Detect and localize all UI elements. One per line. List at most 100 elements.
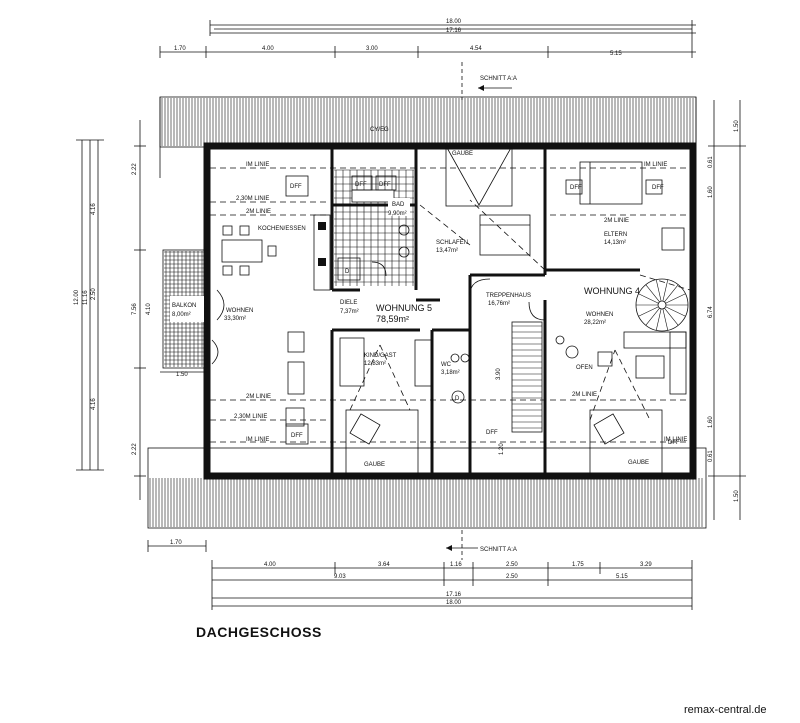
diele-area: 7,37m² [340, 309, 359, 315]
top-dim-seg-3: 3.00 [366, 46, 378, 52]
zm-linie-3: 2M LINIE [246, 394, 271, 400]
kind-area: 12,83m² [364, 361, 386, 367]
roof-hatching-top [161, 98, 694, 146]
top-dim-total-inner: 17.16 [446, 28, 462, 34]
bottom-dimension-lines [147, 540, 693, 610]
top-dim-seg-5: 5.15 [610, 51, 622, 57]
balkon-name: BALKON [172, 303, 196, 309]
im-linie-3: IM LINIE [246, 437, 269, 443]
wohnen5-name: WOHNEN [226, 308, 253, 314]
bottom-dim-9: 5.15 [616, 574, 628, 580]
right-dim-7: 1.50 [734, 490, 740, 502]
schlafen-name: SCHLAFEN [436, 240, 468, 246]
bad-name: BAD [392, 202, 405, 208]
main-staircase [511, 321, 543, 433]
left-dim-side-1: 2.22 [132, 163, 138, 175]
svg-text:D: D [345, 269, 350, 275]
dryer-wc [451, 390, 465, 404]
sofa-wohnen5 [287, 361, 305, 395]
roof-lines [210, 167, 691, 443]
right-dim-1: 1.50 [734, 120, 740, 132]
interior-walls [330, 146, 640, 476]
left-dim-side-6: 2.22 [132, 443, 138, 455]
bottom-dim-total-inner: 17.16 [446, 592, 462, 598]
balkon-area: 8,00m² [172, 312, 191, 318]
bottom-dim-left: 1.70 [170, 540, 182, 546]
svg-text:D: D [455, 396, 460, 402]
left-dim-outer-1: 12.00 [74, 289, 80, 305]
bottom-dim-5: 1.75 [572, 562, 584, 568]
eltern-area: 14,13m² [604, 240, 626, 246]
right-dim-6: 0.61 [708, 450, 714, 462]
watermark: remax-central.de [684, 704, 767, 716]
gaube-top-label: GAUBE [452, 151, 473, 157]
kitchen-counter [313, 214, 331, 291]
bottom-dim-6: 3.29 [640, 562, 652, 568]
left-dim-side-2: 4.16 [91, 203, 97, 215]
section-mark-bottom: SCHNITT A:A [480, 547, 517, 553]
gaube-top [445, 145, 513, 207]
right-dim-5: 1.60 [708, 416, 714, 428]
balkon-dim: 1.50 [176, 372, 188, 378]
balcony-door [216, 289, 225, 321]
dff-5: DFF [652, 185, 664, 191]
zm-linie-1: 2M LINIE [246, 209, 271, 215]
right-dimension-lines [708, 100, 746, 520]
bottom-dim-2: 3.64 [378, 562, 390, 568]
bottom-dim-8: 2.50 [506, 574, 518, 580]
dff-1: DFF [290, 184, 302, 190]
bed-schlafen [479, 214, 531, 256]
bad-area: 9,90m² [388, 211, 407, 217]
gaube-kind [345, 409, 419, 477]
treppenhaus-name: TREPPENHAUS [486, 293, 531, 299]
left-dim-side-4: 4.10 [146, 303, 152, 315]
gaube-wohnen4 [589, 409, 663, 477]
zm-linie-4: 2M LINIE [572, 392, 597, 398]
wohnung5-area: 78,59m² [376, 314, 409, 324]
diele-name: DIELE [340, 300, 357, 306]
right-dim-3: 1.60 [708, 186, 714, 198]
sofa-wohnen4 [623, 331, 687, 349]
top-dim-total-outer: 18.00 [446, 19, 462, 25]
wohnen4-area: 28,22m² [584, 320, 606, 326]
im-linie-4: IM LINIE [664, 437, 687, 443]
dff-7: DFF [486, 430, 498, 436]
left-dim-outer-3: 2.50 [91, 288, 97, 300]
ofen-label: OFEN [576, 365, 593, 371]
top-dimension-lines [159, 20, 696, 58]
wohnen5-area: 33,30m² [224, 316, 246, 322]
svg-text:3.90: 3.90 [496, 368, 502, 380]
kind-name: KIND/GAST [364, 353, 397, 359]
right-dim-4: 6.74 [708, 306, 714, 318]
im-linie-1: IM LINIE [246, 162, 269, 168]
bed-kind [339, 337, 365, 387]
treppenhaus-area: 16,76m² [488, 301, 510, 307]
wohnung4-name: WOHNUNG 4 [584, 286, 640, 296]
top-dim-seg-1: 1.70 [174, 46, 186, 52]
wc-area: 3,18m² [441, 370, 460, 376]
z30m-linie-2: 2,30M LINIE [234, 414, 267, 420]
left-dim-side-3: 7.56 [132, 303, 138, 315]
left-dimension-lines [76, 120, 146, 500]
bath-tiles [334, 169, 414, 286]
bed-eltern [579, 161, 643, 205]
dff-2: DFF [355, 182, 367, 188]
balcony-outline [162, 249, 208, 369]
roof-hatching-bottom [149, 478, 703, 527]
bottom-dim-1: 4.00 [264, 562, 276, 568]
cy-label: CY/EG [370, 127, 389, 133]
dff-3: DFF [379, 182, 391, 188]
wc-name: WC [441, 362, 452, 368]
gaube-wohnen4-label: GAUBE [628, 460, 649, 466]
im-linie-2: IM LINIE [644, 162, 667, 168]
section-mark-top: SCHNITT A:A [480, 76, 517, 82]
bottom-dim-3: 1.16 [450, 562, 462, 568]
dryer-bad [337, 257, 361, 281]
bottom-dim-7: 9.03 [334, 574, 346, 580]
right-dim-2: 0.61 [708, 156, 714, 168]
zm-linie-2: 2M LINIE [604, 218, 629, 224]
bottom-dim-4: 2.50 [506, 562, 518, 568]
gaube-kind-label: GAUBE [364, 462, 385, 468]
bottom-dim-total-outer: 18.00 [446, 600, 462, 606]
